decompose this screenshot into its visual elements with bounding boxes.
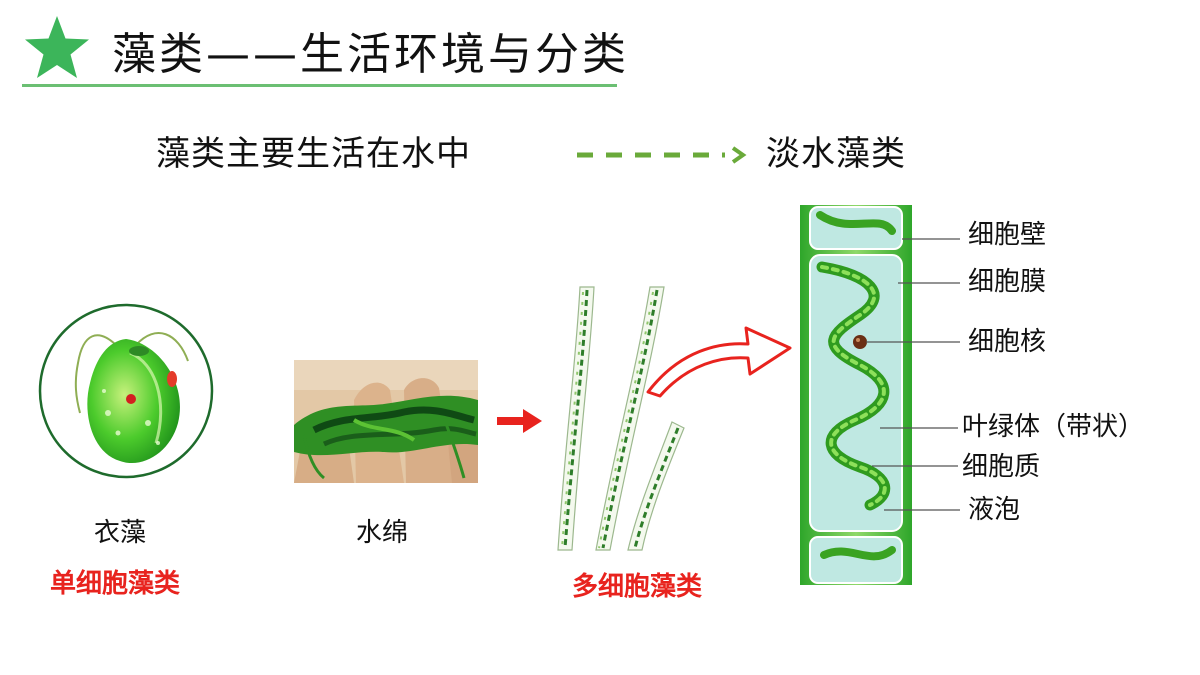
spirogyra-cell-diagram	[800, 205, 912, 585]
spirogyra-photo	[294, 360, 478, 483]
star-icon	[25, 16, 89, 78]
curved-arrow-icon	[646, 326, 792, 398]
red-arrow-icon	[497, 409, 542, 433]
dashed-arrow-icon	[577, 146, 747, 164]
spirogyra-label: 水绵	[356, 518, 409, 548]
cell-membrane-label: 细胞膜	[968, 267, 1047, 297]
chlamydomonas-label: 衣藻	[94, 518, 147, 548]
cell-wall-label: 细胞壁	[968, 220, 1047, 250]
chloroplast-label: 叶绿体（带状）	[962, 412, 1145, 442]
freshwater-algae-label: 淡水藻类	[766, 134, 906, 174]
spirogyra-filaments	[557, 286, 685, 551]
multicellular-algae-label: 多细胞藻类	[572, 572, 703, 602]
unicellular-algae-label: 单细胞藻类	[50, 569, 181, 599]
page-title: 藻类——生活环境与分类	[112, 29, 629, 80]
title-underline	[22, 84, 617, 87]
vacuole-label: 液泡	[968, 495, 1021, 525]
subtitle: 藻类主要生活在水中	[156, 134, 471, 174]
cytoplasm-label: 细胞质	[962, 452, 1041, 482]
nucleus-label: 细胞核	[968, 327, 1047, 357]
chlamydomonas-illustration	[38, 303, 214, 479]
